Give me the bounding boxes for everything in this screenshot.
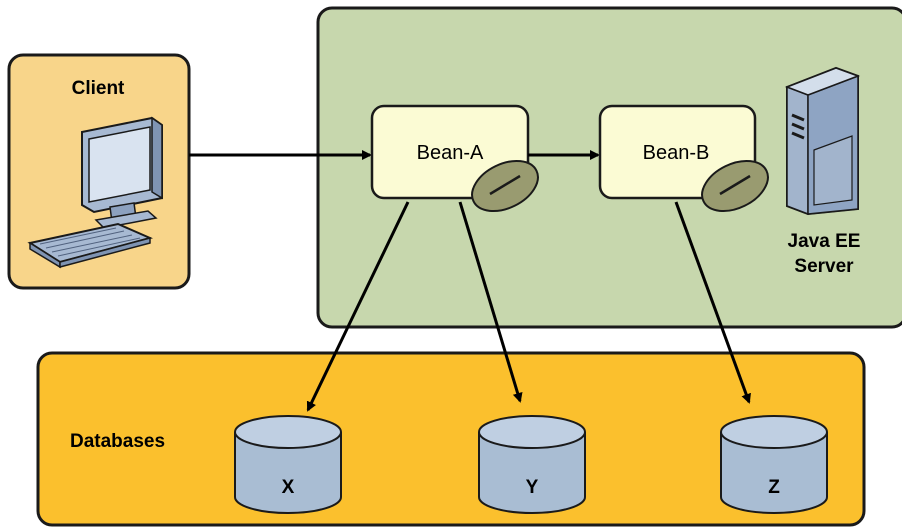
database-x-icon <box>234 415 342 514</box>
arrow-bean-b-to-z <box>674 201 751 404</box>
arrow-bean-a-to-x <box>306 201 410 412</box>
server-label-line1: Java EE <box>788 231 861 252</box>
databases-label: Databases <box>70 431 165 452</box>
bean-b-handle-icon <box>701 159 769 213</box>
database-x-label: X <box>282 477 295 498</box>
computer-icon <box>27 116 163 269</box>
database-z-icon <box>720 415 828 514</box>
server-icon <box>784 66 861 216</box>
server-label-line2: Server <box>794 256 854 277</box>
bean-a-label: Bean-A <box>417 142 484 164</box>
database-y-icon <box>478 415 586 514</box>
database-z-label: Z <box>768 477 780 498</box>
bean-b-label: Bean-B <box>643 142 710 164</box>
database-y-label: Y <box>526 477 539 498</box>
bean-a-handle-icon <box>471 159 539 213</box>
arrow-bean-a-to-y <box>458 201 523 403</box>
client-label: Client <box>72 78 125 99</box>
